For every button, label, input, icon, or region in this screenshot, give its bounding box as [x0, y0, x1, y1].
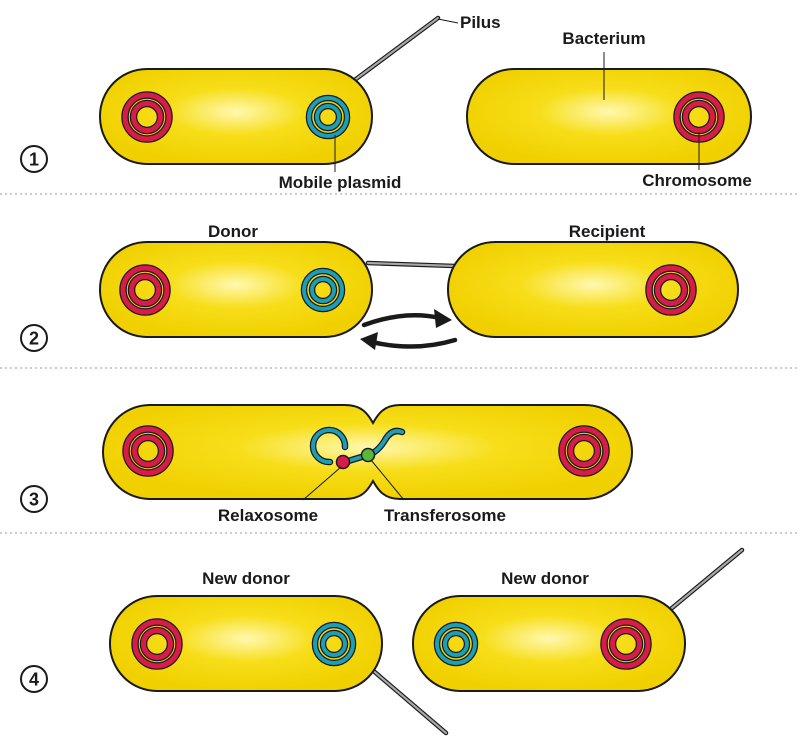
svg-text:1: 1	[29, 150, 39, 170]
step-number-1: 1	[20, 145, 48, 173]
label-recipient: Recipient	[569, 222, 646, 241]
leader-line	[302, 466, 342, 501]
chromosome	[121, 91, 173, 143]
label-new-donor-left: New donor	[202, 569, 290, 588]
svg-text:4: 4	[29, 670, 39, 690]
label-relaxosome: Relaxosome	[218, 506, 318, 525]
transferosome-marker	[360, 447, 376, 463]
step-4-panel: New donor New donor 4	[20, 547, 745, 736]
label-mobile-plasmid: Mobile plasmid	[279, 173, 402, 192]
pilus-core	[350, 16, 440, 84]
chromosome	[600, 618, 652, 670]
new-donor-cell	[412, 595, 686, 692]
pilus-core	[366, 261, 457, 268]
chromosome	[645, 264, 697, 316]
donor-cell	[99, 241, 373, 338]
label-chromosome: Chromosome	[642, 171, 752, 190]
label-bacterium: Bacterium	[562, 29, 645, 48]
recipient-cell	[466, 68, 752, 165]
step-number-2: 2	[20, 324, 48, 352]
mobile-plasmid	[433, 621, 479, 667]
donor-cell	[99, 68, 373, 165]
label-transferosome: Transferosome	[384, 506, 506, 525]
chromosome	[558, 425, 610, 477]
pilus-core	[670, 548, 744, 610]
new-donor-cell	[109, 595, 383, 692]
exchange-arrows-icon	[360, 309, 458, 350]
plasmid-strand	[309, 426, 406, 466]
svg-text:2: 2	[29, 329, 39, 349]
mobile-plasmid	[300, 267, 346, 313]
pilus-core	[368, 666, 448, 735]
label-donor: Donor	[208, 222, 258, 241]
chromosome	[131, 618, 183, 670]
step-number-4: 4	[20, 665, 48, 693]
chromosome	[119, 264, 171, 316]
label-new-donor-right: New donor	[501, 569, 589, 588]
leader-line	[437, 18, 459, 24]
chromosome	[122, 425, 174, 477]
step-number-3: 3	[20, 485, 48, 513]
label-pilus: Pilus	[460, 13, 501, 32]
leader-line	[370, 459, 405, 501]
step-3-panel: Relaxosome Transferosome 3	[20, 404, 633, 525]
step-2-panel: Donor Recipient 2	[20, 222, 739, 352]
relaxosome-marker	[335, 454, 351, 470]
mobile-plasmid	[311, 621, 357, 667]
step-1-panel: Pilus Bacterium Mobile plasmid Chromosom…	[20, 13, 752, 192]
mobile-plasmid	[305, 94, 351, 140]
svg-text:3: 3	[29, 490, 39, 510]
